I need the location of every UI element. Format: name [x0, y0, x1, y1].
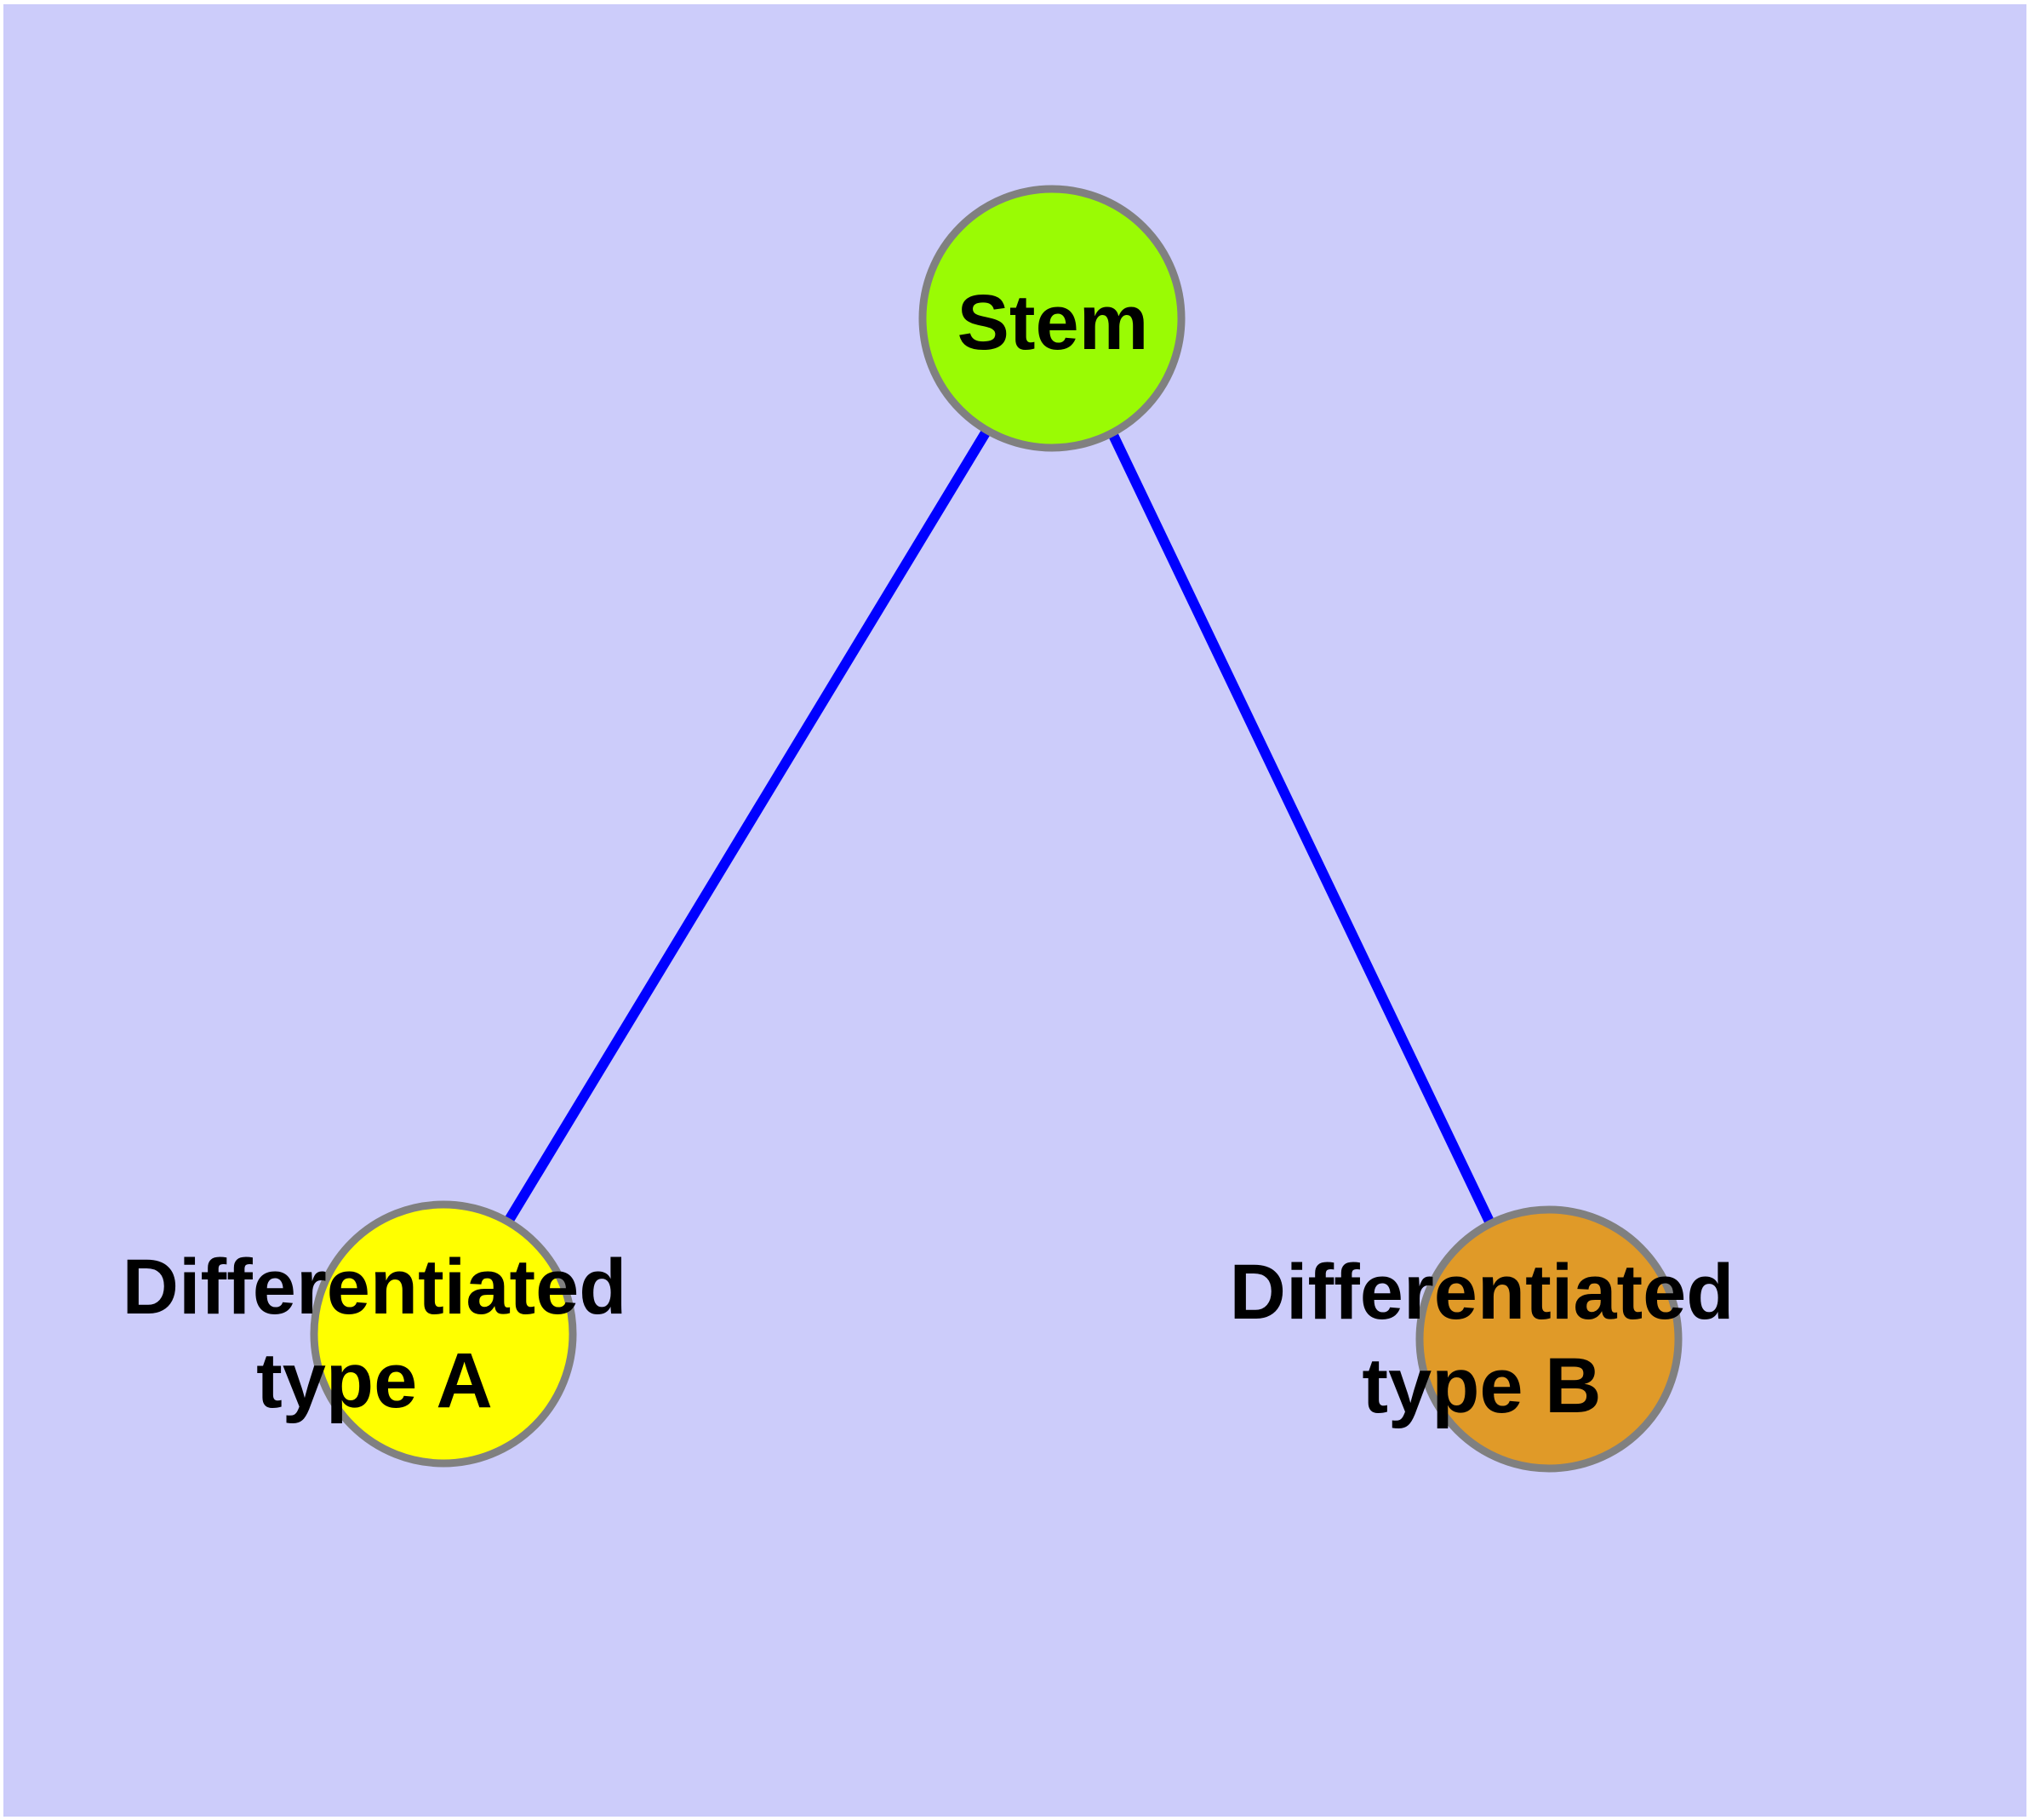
node-label-line: Differentiated — [1230, 1249, 1735, 1336]
node-label-line: type A — [256, 1337, 493, 1424]
node-label-line: Differentiated — [123, 1244, 627, 1331]
graph-node-diff-b[interactable] — [1415, 1205, 1683, 1473]
graph-edge-stem-to-diff-b[interactable] — [1107, 431, 1495, 1226]
graph-node-diff-a[interactable] — [310, 1200, 577, 1468]
graph-edge-stem-to-diff-a[interactable] — [503, 426, 992, 1225]
graph-node-stem[interactable] — [918, 185, 1186, 452]
node-label-line: type B — [1362, 1342, 1601, 1429]
node-label-line: Stem — [957, 279, 1149, 366]
edges-layer — [503, 426, 1495, 1226]
nodes-layer — [310, 185, 1683, 1473]
node-label-stem: Stem — [957, 279, 1149, 366]
